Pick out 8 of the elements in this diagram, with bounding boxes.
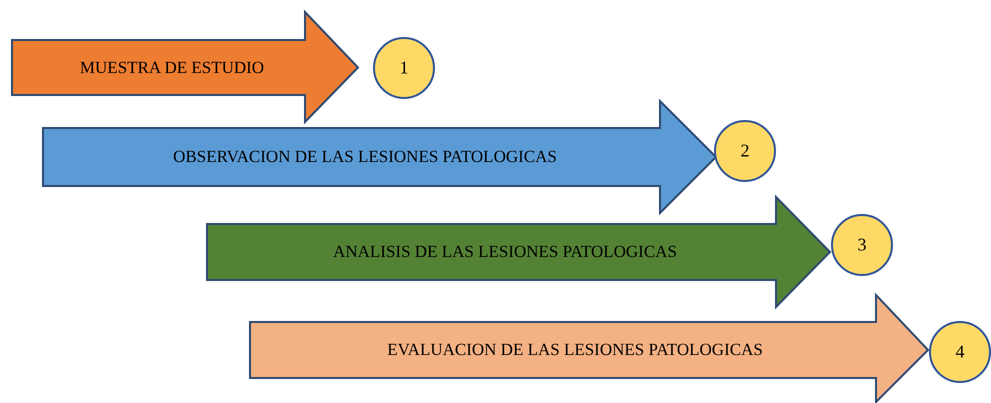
step-label: OBSERVACION DE LAS LESIONES PATOLOGICAS: [173, 147, 557, 167]
step-number: 3: [858, 234, 866, 256]
step-label: MUESTRA DE ESTUDIO: [80, 58, 264, 78]
step-number: 1: [400, 58, 408, 78]
step-label: EVALUACION DE LAS LESIONES PATOLOGICAS: [387, 340, 763, 360]
step-number: 2: [740, 140, 750, 162]
step-label: ANALISIS DE LAS LESIONES PATOLOGICAS: [333, 242, 677, 262]
step-number: 4: [956, 342, 964, 362]
